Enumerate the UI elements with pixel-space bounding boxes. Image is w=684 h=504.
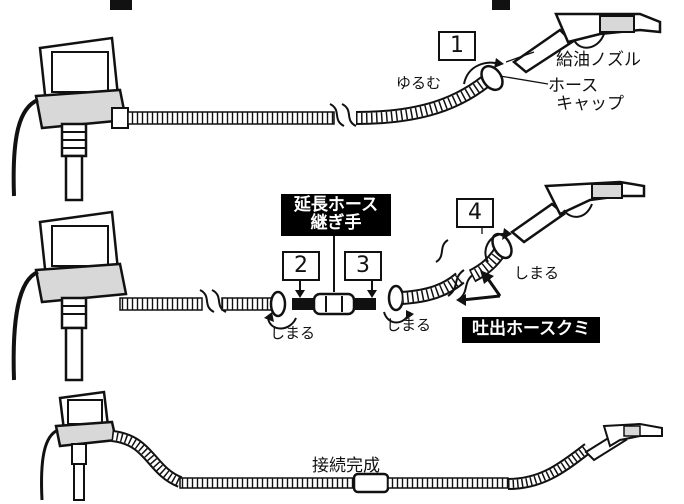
tighten-label-4: しまる [514, 264, 560, 282]
fuel-nozzle-1 [511, 12, 662, 74]
tighten-arrow-2 [267, 317, 297, 330]
panel-2 [11, 180, 646, 382]
extension-hose-label: 延長ホース [293, 195, 379, 215]
step-4-box: 4 [456, 198, 494, 228]
step-1-box: 1 [438, 31, 476, 61]
hose-segment [127, 111, 335, 125]
break-mark [329, 103, 357, 127]
fuel-nozzle-3 [584, 422, 663, 462]
coupling-label: 継ぎ手 [310, 212, 362, 233]
pump-2 [11, 210, 128, 382]
connection-complete-label: 接続完成 [312, 456, 380, 476]
fuel-nozzle-2 [509, 180, 646, 244]
pump-3 [40, 390, 118, 501]
panel-1 [11, 12, 662, 202]
step-3-box: 3 [344, 251, 382, 281]
hose-cap-label-line1: ホース [548, 76, 599, 96]
step-2-box: 2 [282, 251, 320, 281]
hose-cap [480, 64, 504, 92]
tighten-label-2: しまる [270, 324, 316, 342]
extension-coupling [292, 292, 376, 316]
tighten-label-3: しまる [386, 316, 432, 334]
pump-1 [11, 36, 129, 202]
hose-cap-label-line2: キャップ [556, 94, 624, 114]
tighten-arrow-4 [484, 232, 507, 263]
cropped-part-right [492, 0, 510, 10]
cropped-part-left [110, 0, 132, 10]
discharge-hose-fitting-tag: 吐出ホースクミ [462, 317, 601, 343]
extension-hose-coupling-tag: 延長ホース 継ぎ手 [281, 194, 391, 236]
fuel-nozzle-label: 給油ノズル [556, 50, 641, 70]
panel-3 [40, 390, 663, 501]
loosen-label: ゆるむ [396, 74, 442, 92]
coupling-3 [352, 472, 390, 494]
